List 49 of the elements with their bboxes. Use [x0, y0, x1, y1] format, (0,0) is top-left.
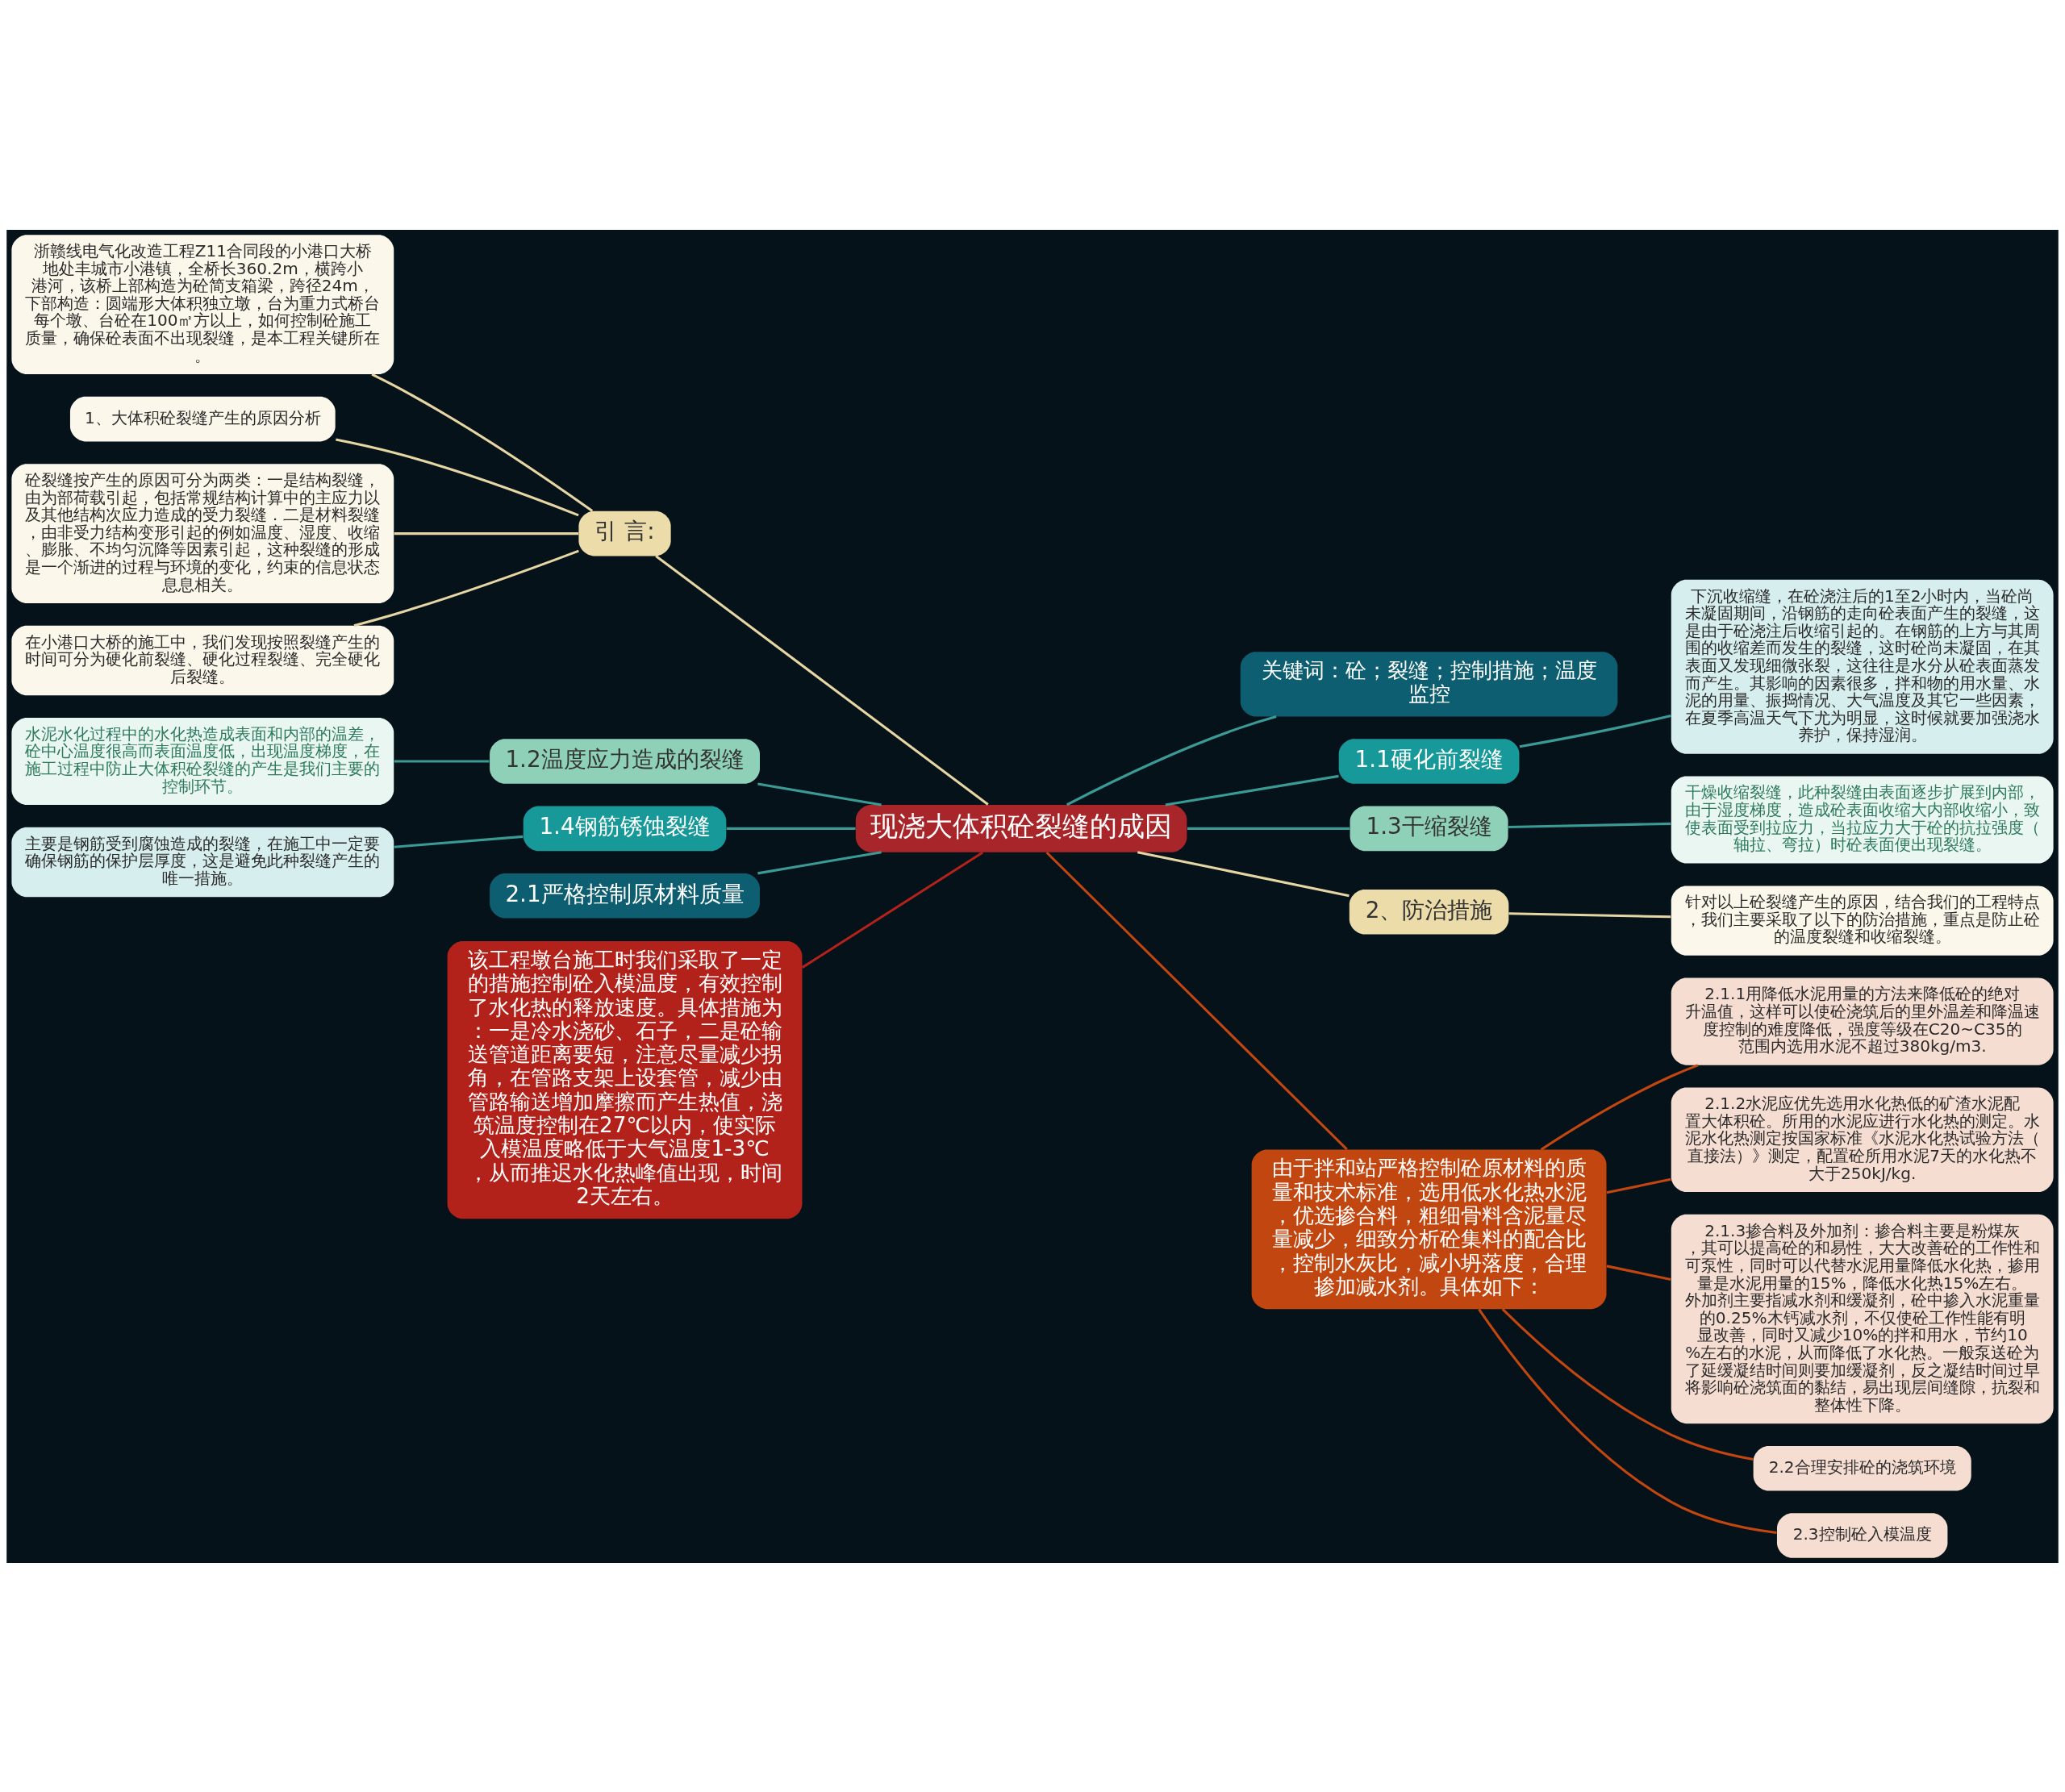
node-box: 关键词：砼；裂缝；控制措施；温度监控: [1240, 651, 1618, 716]
connector: [1165, 774, 1339, 806]
connector: [1187, 827, 1350, 830]
connector: [801, 851, 984, 969]
connector: [1606, 1264, 1671, 1281]
connector: [1508, 822, 1671, 828]
node-box: 2.1严格控制原材料质量: [490, 873, 760, 918]
node-box: 主要是钢筋受到腐蚀造成的裂缝，在施工中一定要确保钢筋的保护层厚度，这是避免此种裂缝产生的唯一措施。: [11, 827, 394, 897]
connector: [1478, 1308, 1777, 1534]
connector: [394, 835, 524, 848]
connector: [336, 437, 579, 516]
node-box: 砼裂缝按产生的原因可分为两类：一是结构裂缝，由为部荷载引起，包括常规结构计算中的主应力以及其他结构次应力造成的受力裂缝．二是材料裂缝，由非受力结构变形引起的例如温度、湿度、收缩、膨胀、不均匀沉降等因素引起，这种裂缝的形成是一个渐进的过程与环境的变化，约束的信息状态息息相关。: [11, 463, 394, 603]
connector: [757, 850, 882, 874]
node-box: 2.2合理安排砼的浇筑环境: [1753, 1445, 1971, 1490]
connector: [1508, 911, 1671, 918]
node-box: 由于拌和站严格控制砼原材料的质量和技术标准，选用低水化热水泥，优选掺合料，粗细骨料含泥量尽量减少，细致分析砼集料的配合比，控制水灰比，减小坍落度，合理掺加减水剂。具体如下：: [1251, 1149, 1607, 1309]
node-box: 该工程墩台施工时我们采取了一定的措施控制砼入模温度，有效控制了水化热的释放速度。具体措施为：一是冷水浇砂、石子，二是砼输送管道距离要短，注意尽量减少拐角，在管路支架上设套管，减少由管路输送增加摩擦而产生热值，浇筑温度控制在27℃以内，使实际入模温度略低于大气温度1-3℃，从而推迟水化热峰值出现，时间2天左右。: [447, 940, 803, 1219]
connector: [757, 781, 882, 806]
connector: [1540, 1063, 1699, 1151]
node-box: 浙赣线电气化改造工程Z11合同段的小港口大桥地处丰城市小港镇，全桥长360.2m，横跨小港河，该桥上部构造为砼简支箱梁，跨径24m，下部构造：圆端形大体积独立墩，台为重力式桥台每个墩、台砼在100㎡方以上，如何控制砼施工质量，确保砼表面不出现裂缝，是本工程关键所在。: [11, 234, 394, 374]
node-box: 现浇大体积砼裂缝的成因: [855, 804, 1187, 852]
connector: [371, 373, 594, 512]
node-box: 引 言:: [578, 511, 671, 556]
node-box: 2、防治措施: [1349, 889, 1509, 935]
node-box: 下沉收缩缝，在砼浇注后的1至2小时内，当砼尚未凝固期间，沿钢筋的走向砼表面产生的裂缝，这是由于砼浇注后收缩引起的。在钢筋的上方与其周围的收缩差而发生的裂缝，这时砼尚未凝固，在其表面又发现细微张裂，这往往是水分从砼表面蒸发而产生。其影响的因素很多，拌和物的用水量、水泥的用量、振捣情况、大气温度及其它一些因素，在夏季高温天气下尤为明显，这时候就要加强浇水养护，保持湿润。: [1671, 579, 2054, 754]
connector: [353, 549, 579, 627]
connector: [1519, 714, 1671, 748]
node-box: 1.4钢筋锈蚀裂缝: [523, 806, 727, 851]
connector: [1501, 1307, 1754, 1461]
node-box: 2.3控制砼入模温度: [1776, 1512, 1948, 1558]
node-box: 针对以上砼裂缝产生的原因，结合我们的工程特点，我们主要采取了以下的防治措施，重点是防止砼的温度裂缝和收缩裂缝。: [1671, 885, 2054, 956]
connector: [1066, 715, 1277, 806]
connector: [655, 554, 989, 806]
connector: [1137, 850, 1350, 897]
node-box: 2.1.1用降低水泥用量的方法来降低砼的绝对升温值，这样可以使砼浇筑后的里外温差和降温速度控制的难度降低，强度等级在C20~C35的范围内选用水泥不超过380kg/m3.: [1671, 977, 2054, 1065]
connector: [394, 531, 579, 535]
node-box: 水泥水化过程中的水化热造成表面和内部的温差，砼中心温度很高而表面温度低，出现温度梯度，在施工过程中防止大体积砼裂缝的产生是我们主要的控制环节。: [11, 717, 394, 805]
connector: [1606, 1177, 1671, 1194]
node-box: 1、大体积砼裂缝产生的原因分析: [69, 396, 336, 441]
node-box: 1.2温度应力造成的裂缝: [490, 738, 760, 784]
connector: [394, 760, 490, 763]
node-box: 在小港口大桥的施工中，我们发现按照裂缝产生的时间可分为硬化前裂缝、硬化过程裂缝、完全硬化后裂缝。: [11, 625, 394, 695]
connector: [1045, 851, 1348, 1150]
node-box: 2.1.3掺合料及外加剂：掺合料主要是粉煤灰，其可以提高砼的和易性，大大改善砼的工作性和可泵性，同时可以代替水泥用量降低水化热，掺用量是水泥用量的15%，降低水化热15%左右。外加剂主要指减水剂和缓凝剂，砼中掺入水泥重量的0.25%木钙减水剂，不仅使砼工作性能有明显改善，同时又减少10%的拌和用水，节约10%左右的水泥，从而降低了水化热。一般泵送砼为了延缓凝结时间则要加缓凝剂，反之凝结时间过早将影响砼浇筑面的黏结，易出现层间缝隙，抗裂和整体性下降。: [1671, 1214, 2054, 1423]
node-box: 干燥收缩裂缝，此种裂缝由表面逐步扩展到内部，由于湿度梯度，造成砼表面收缩大内部收缩小，致使表面受到拉应力，当拉应力大于砼的抗拉强度（轴拉、弯拉）时砼表面便出现裂缝。: [1671, 776, 2054, 864]
node-box: 2.1.2水泥应优先选用水化热低的矿渣水泥配置大体积砼。所用的水泥应进行水化热的测定。水泥水化热测定按国家标准《水泥水化热试验方法（直接法）》测定，配置砼所用水泥7天的水化热不大于250kJ/kg.: [1671, 1086, 2054, 1192]
connector: [726, 827, 856, 830]
node-box: 1.1硬化前裂缝: [1338, 738, 1520, 784]
node-box: 1.3干缩裂缝: [1350, 806, 1508, 851]
